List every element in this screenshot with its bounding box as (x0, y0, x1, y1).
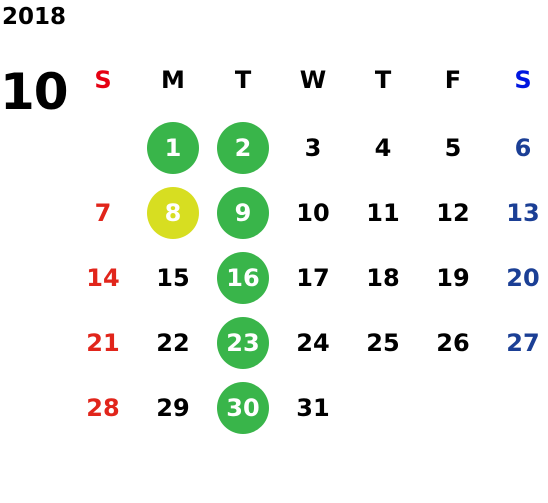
weekday-header-thursday: T (374, 66, 392, 94)
day-number: 17 (296, 263, 330, 292)
day-cell[interactable]: 11 (348, 180, 418, 245)
day-number: 28 (86, 393, 120, 422)
day-cell[interactable]: 14 (68, 245, 138, 310)
day-number: 26 (436, 328, 470, 357)
day-cell[interactable]: 13 (488, 180, 548, 245)
day-number: 11 (366, 198, 400, 227)
day-cell[interactable]: 24 (278, 310, 348, 375)
weekday-header-monday: M (161, 66, 185, 94)
weekday-header-sunday: S (94, 66, 112, 94)
day-cell[interactable]: 28 (68, 375, 138, 440)
day-number: 20 (506, 263, 540, 292)
day-cell[interactable]: 6 (488, 115, 548, 180)
day-number: 31 (296, 393, 330, 422)
day-cell[interactable]: 19 (418, 245, 488, 310)
day-cell[interactable]: 7 (68, 180, 138, 245)
day-cell[interactable]: 12 (418, 180, 488, 245)
day-cell[interactable]: 23 (208, 310, 278, 375)
day-number-marked-green: 1 (147, 121, 199, 174)
day-cell[interactable]: 30 (208, 375, 278, 440)
weekday-header-wednesday: W (299, 66, 327, 94)
day-cell[interactable]: 10 (278, 180, 348, 245)
day-number: 7 (94, 198, 112, 227)
month-label: 10 (0, 63, 69, 121)
weekday-header-friday: F (444, 66, 462, 94)
day-number: 13 (506, 198, 540, 227)
day-number: 14 (86, 263, 120, 292)
day-number-marked-green: 16 (217, 251, 269, 304)
day-number: 12 (436, 198, 470, 227)
day-cell[interactable]: 22 (138, 310, 208, 375)
day-cell[interactable]: 20 (488, 245, 548, 310)
day-cell[interactable]: 29 (138, 375, 208, 440)
day-number: 25 (366, 328, 400, 357)
day-number: 3 (304, 133, 322, 162)
day-cell[interactable]: 1 (138, 115, 208, 180)
day-cell[interactable]: 31 (278, 375, 348, 440)
day-cell[interactable]: 3 (278, 115, 348, 180)
day-number: 18 (366, 263, 400, 292)
day-number: 21 (86, 328, 120, 357)
day-number: 24 (296, 328, 330, 357)
day-number: 5 (444, 133, 462, 162)
day-number: 27 (506, 328, 540, 357)
day-number: 19 (436, 263, 470, 292)
day-cell[interactable]: 17 (278, 245, 348, 310)
day-cell[interactable]: 4 (348, 115, 418, 180)
day-cell[interactable]: 8 (138, 180, 208, 245)
day-number: 15 (156, 263, 190, 292)
weekday-header-saturday: S (514, 66, 532, 94)
day-number: 6 (514, 133, 532, 162)
day-number: 22 (156, 328, 190, 357)
day-number-marked-yellow: 8 (147, 186, 199, 239)
day-number-marked-green: 23 (217, 316, 269, 369)
year-label: 2018 (2, 4, 67, 30)
day-cell[interactable]: 16 (208, 245, 278, 310)
day-cell[interactable]: 15 (138, 245, 208, 310)
day-cell[interactable]: 9 (208, 180, 278, 245)
empty-day-cell (68, 115, 138, 180)
day-cell[interactable]: 27 (488, 310, 548, 375)
day-number-marked-green: 30 (217, 381, 269, 434)
day-cell[interactable]: 26 (418, 310, 488, 375)
day-cell[interactable]: 18 (348, 245, 418, 310)
day-number-marked-green: 2 (217, 121, 269, 174)
day-cell[interactable]: 21 (68, 310, 138, 375)
day-number: 29 (156, 393, 190, 422)
day-cell[interactable]: 5 (418, 115, 488, 180)
day-cell[interactable]: 25 (348, 310, 418, 375)
day-cell[interactable]: 2 (208, 115, 278, 180)
day-number-marked-green: 9 (217, 186, 269, 239)
day-number: 4 (374, 133, 392, 162)
weekday-header-tuesday: T (234, 66, 252, 94)
day-number: 10 (296, 198, 330, 227)
